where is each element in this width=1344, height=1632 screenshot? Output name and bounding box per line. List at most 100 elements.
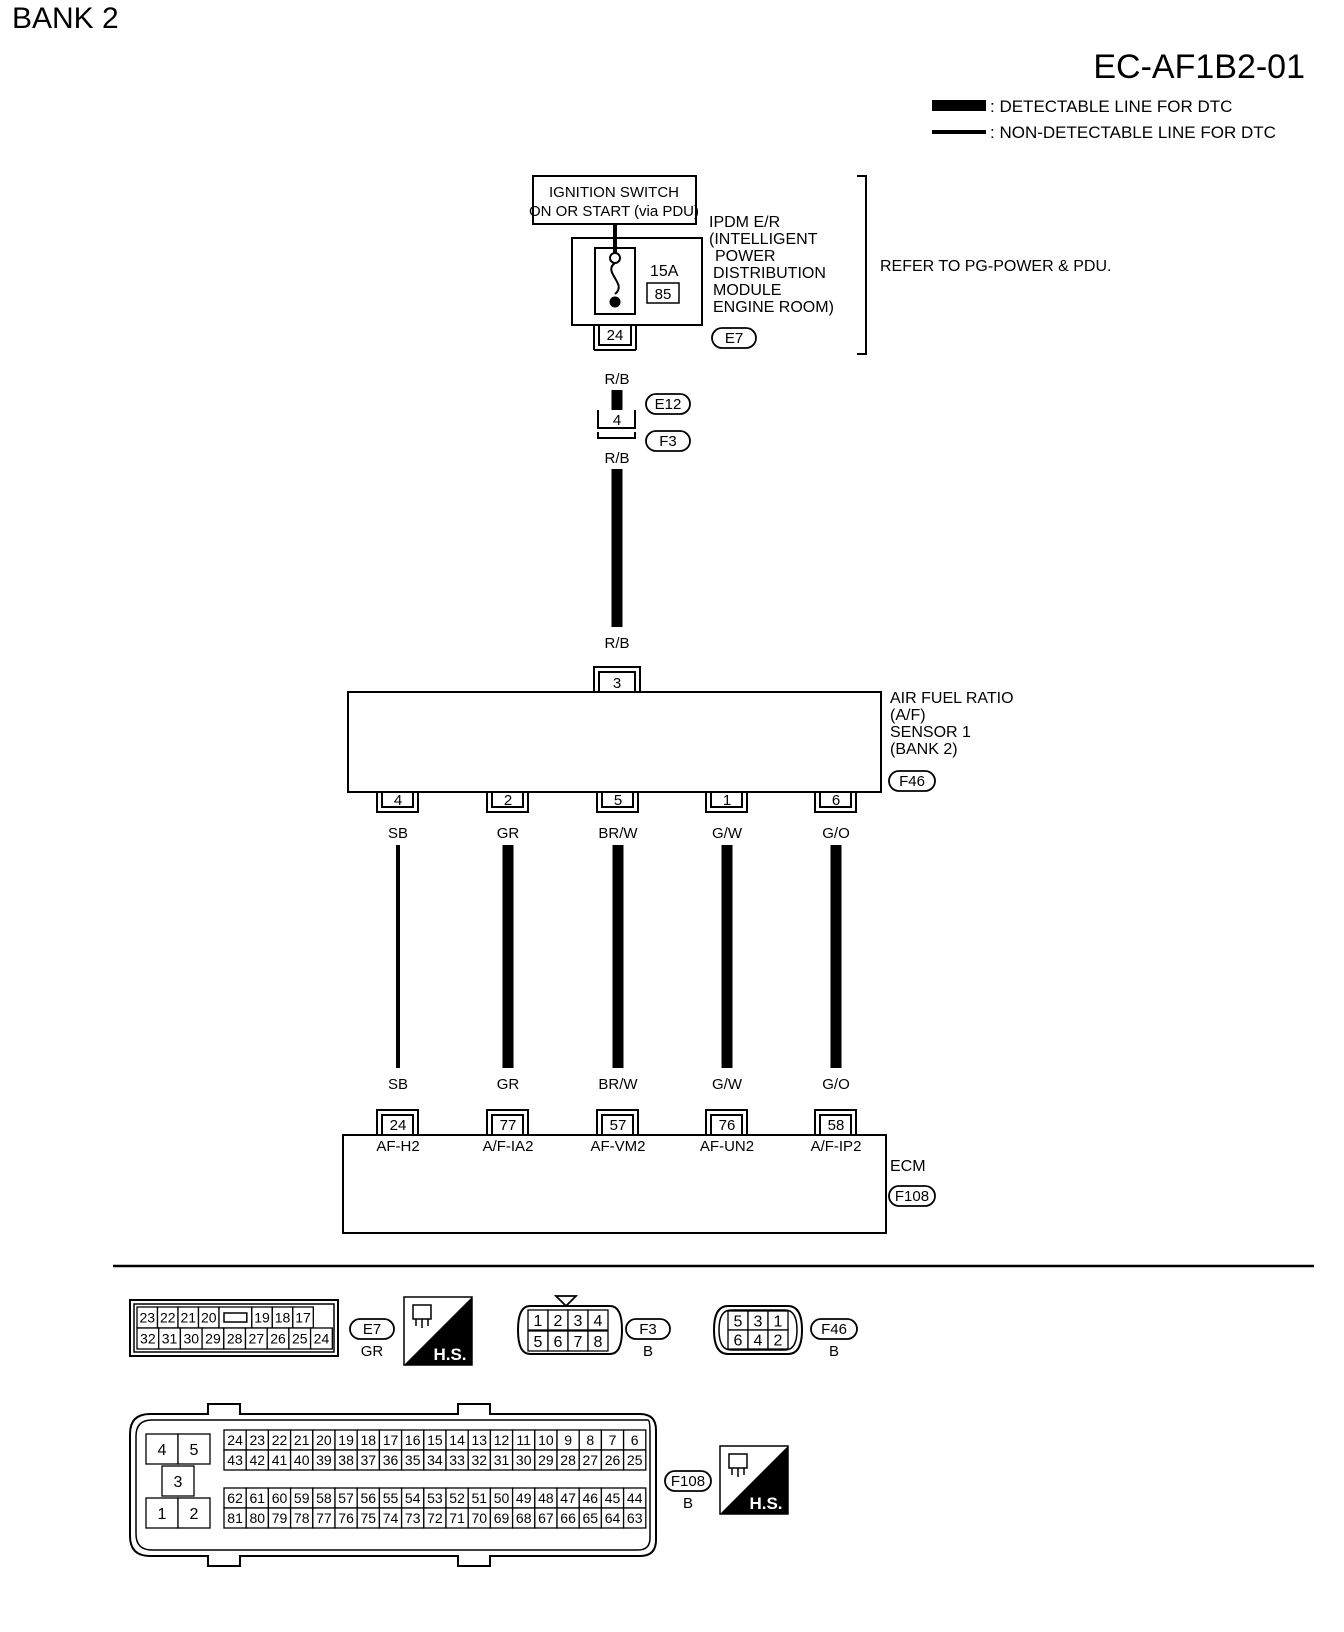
e7-connector-outline (129, 1299, 339, 1357)
e7-pin-number: 18 (275, 1310, 291, 1326)
f108-pin-number: 14 (449, 1432, 465, 1448)
f108-pin-number: 16 (405, 1432, 421, 1448)
sensor-pin-number: 5 (614, 792, 622, 809)
sensor-pin-connector (376, 792, 419, 813)
wire-color-label: G/O (822, 1076, 850, 1093)
f108-pin-number: 80 (250, 1510, 266, 1526)
sensor-pin-connector (491, 792, 524, 808)
f108-pin-number: 18 (361, 1432, 377, 1448)
f46-pin-number: 6 (734, 1332, 743, 1349)
ecm-signal-label: AF-H2 (376, 1138, 419, 1155)
fuse-holder (594, 247, 636, 315)
bank-label: BANK 2 (12, 2, 119, 35)
f108-pin-number: 41 (272, 1452, 288, 1468)
ipdm-name-line: ENGINE ROOM) (713, 299, 834, 316)
e7-pin-number: 32 (140, 1331, 156, 1347)
sensor-pin-connector (705, 792, 748, 813)
f108-pin (161, 1465, 195, 1497)
e7-connector-id: E7 (363, 1321, 381, 1338)
f108-pin-block: 4 5 3 1 2 (145, 1433, 211, 1529)
fuse-terminal-top (609, 252, 621, 264)
ecm-signal-label: A/F-IA2 (483, 1138, 534, 1155)
diagram-id: EC-AF1B2-01 (1093, 48, 1305, 86)
f46-pin-number: 3 (754, 1313, 763, 1330)
f108-pin-number: 43 (227, 1452, 243, 1468)
e7-connector-badge (349, 1318, 395, 1340)
wire-color-label: R/B (604, 450, 629, 467)
f3-pin-number: 3 (574, 1313, 583, 1330)
sensor-pin-number: 2 (504, 792, 512, 809)
ecm-pin-number: 58 (828, 1117, 845, 1134)
f46-connector-color: B (829, 1343, 839, 1360)
ignition-switch-label: IGNITION SWITCH (549, 184, 679, 201)
f46-pin-number: 2 (774, 1332, 783, 1349)
f46-connector-inner (718, 1309, 798, 1351)
f108-pin-number: 45 (605, 1490, 621, 1506)
hs-connector-glyph (415, 1319, 429, 1328)
e7-pin-number: 19 (254, 1310, 270, 1326)
f108-pin-number: 57 (338, 1490, 354, 1506)
ecm-pin-connector (491, 1114, 524, 1135)
f108-pin-number: 7 (609, 1432, 617, 1448)
signal-wire-brw: 5 BR/W BR/W 57 AF-VM2 (590, 792, 646, 1155)
f108-pin-number: 76 (338, 1510, 354, 1526)
ipdm-connector-id: E7 (725, 330, 743, 347)
signal-wire-gr: 2 GR GR 77 A/F-IA2 (483, 792, 534, 1155)
wire-color-label: G/W (712, 1076, 743, 1093)
e7-pin-number: 17 (295, 1310, 311, 1326)
joint-connector (597, 410, 636, 429)
f46-pin-number: 5 (734, 1313, 743, 1330)
ecm-connector-id: F108 (895, 1188, 929, 1205)
e7-blank-cavity (223, 1312, 248, 1323)
f108-pin-number: 52 (449, 1490, 465, 1506)
fuse-number-box (646, 282, 680, 304)
sensor-pin-number: 1 (723, 792, 731, 809)
f46-connector-badge (810, 1318, 858, 1340)
f3-pin (587, 1330, 609, 1352)
sensor-input-connector (598, 671, 636, 692)
f108-pin-number: 61 (250, 1490, 266, 1506)
f108-pin-number: 60 (272, 1490, 288, 1506)
f108-pin-number: 74 (383, 1510, 399, 1526)
f108-pin-number: 17 (383, 1432, 399, 1448)
joint-connector (597, 432, 636, 439)
ipdm-name: IPDM E/R (INTELLIGENT POWER DISTRIBUTION… (709, 214, 834, 316)
f108-pin-number: 44 (627, 1490, 643, 1506)
f108-pin-number: 69 (494, 1510, 510, 1526)
af-sensor-name-line: (BANK 2) (890, 741, 958, 758)
ecm-pin-connector (601, 1114, 634, 1135)
f108-pin-number: 9 (564, 1432, 572, 1448)
e7-pin-number: 29 (205, 1331, 221, 1347)
f108-pin-number: 50 (494, 1490, 510, 1506)
f108-pin-number: 5 (190, 1442, 199, 1459)
f108-pin-number: 4 (158, 1442, 167, 1459)
f108-pin-number: 81 (227, 1510, 243, 1526)
ipdm-name-line: MODULE (713, 282, 781, 299)
af-sensor-name-line: SENSOR 1 (890, 724, 971, 741)
e7-pin-number: 31 (162, 1331, 178, 1347)
ecm-pin-connector (819, 1114, 852, 1135)
sensor-input-connector (593, 666, 641, 692)
wire-color-label: GR (497, 825, 520, 842)
legend-detectable-swatch (932, 100, 986, 111)
wire-color-label: GR (497, 1076, 520, 1093)
f108-pin-number: 46 (583, 1490, 599, 1506)
e7-pin-number: 21 (180, 1310, 196, 1326)
e7-pin-number: 20 (201, 1310, 217, 1326)
sensor-pin-connector (814, 792, 857, 813)
f108-pin-number: 49 (516, 1490, 532, 1506)
sensor-pin-number: 4 (394, 792, 402, 809)
f108-pin-number: 63 (627, 1510, 643, 1526)
f108-pin-number: 31 (494, 1452, 510, 1468)
signal-wire-go: 6 G/O G/O 58 A/F-IP2 (811, 792, 861, 1155)
f108-pin-number: 78 (294, 1510, 310, 1526)
af-sensor-connector-id: F46 (899, 773, 925, 790)
e7-pin-number: 28 (227, 1331, 243, 1347)
f108-pin-number: 22 (272, 1432, 288, 1448)
sensor-pin-connector (596, 792, 639, 813)
